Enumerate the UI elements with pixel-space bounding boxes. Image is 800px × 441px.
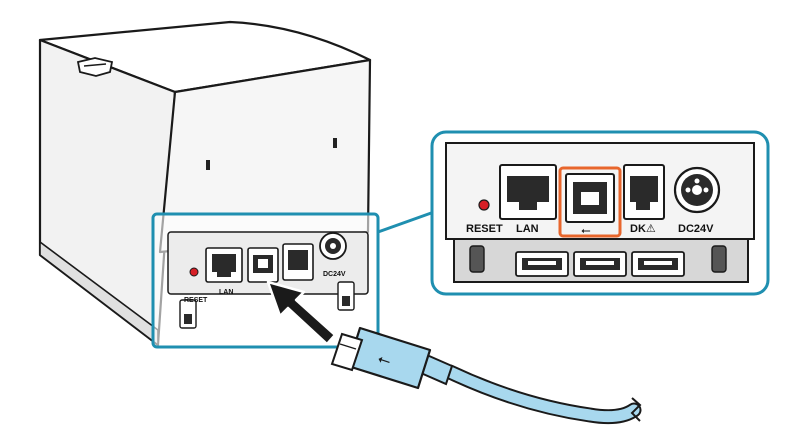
usb-b-plug-metal — [330, 332, 364, 372]
dc-label-small: DC24V — [323, 271, 346, 278]
usb-symbol-icon: ⭠ — [375, 348, 393, 370]
dc-jack-small — [319, 232, 347, 260]
usb-port-highlight — [558, 166, 622, 238]
dk-port-zoom — [623, 164, 665, 220]
base-clips-small — [179, 281, 355, 329]
reset-label-zoom: RESET — [466, 223, 503, 235]
lan-port-small — [205, 247, 243, 283]
zoom-callout-line — [377, 210, 435, 234]
lan-label-zoom: LAN — [516, 223, 539, 235]
base-clips-zoom — [469, 245, 727, 273]
reset-led-zoom — [478, 199, 490, 211]
usb-a-ports-zoom — [515, 251, 685, 277]
dk-label-zoom: DK⚠ — [630, 223, 656, 235]
lan-label-small: LAN — [219, 289, 233, 296]
reset-led-small — [189, 267, 199, 277]
usb-b-port-zoom: ⭠ — [558, 166, 622, 238]
usb-b-cable: ⭠ — [330, 326, 642, 425]
lan-port-zoom — [499, 164, 557, 220]
reset-label-small: RESET — [184, 297, 208, 304]
side-slot — [206, 160, 210, 170]
usb-port-small — [247, 247, 279, 283]
dc-jack-zoom — [673, 166, 721, 214]
dk-port-small — [282, 243, 314, 281]
rear-panel-small: RESET LAN DC24V — [151, 212, 380, 349]
side-slot — [333, 138, 337, 148]
usb-port-symbol-icon: ⭠ — [581, 223, 591, 237]
dc-label-zoom: DC24V — [678, 223, 714, 235]
insert-arrow — [266, 280, 337, 346]
rear-panel-zoom: ⭠ RESET LAN DK⚠ DC24V — [430, 130, 770, 296]
cover-latch — [76, 57, 114, 77]
